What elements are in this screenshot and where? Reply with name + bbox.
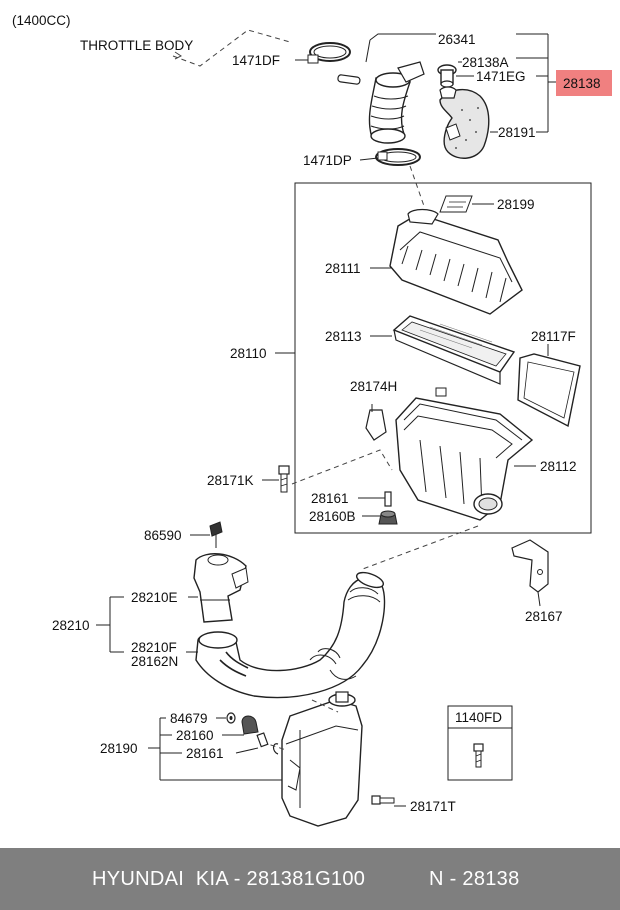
clamp-1471DF[interactable] — [307, 42, 351, 64]
label-28138A[interactable]: 28138A — [462, 55, 509, 70]
label-86590[interactable]: 86590 — [144, 528, 182, 543]
label-1471EG[interactable]: 1471EG — [476, 69, 526, 84]
duct-28210E[interactable] — [193, 553, 249, 623]
bush-28161-upper[interactable] — [384, 491, 392, 507]
air-cleaner-assembly-box — [294, 182, 592, 534]
bush-28161-lower[interactable] — [256, 732, 269, 748]
breather-hose-28191[interactable] — [439, 89, 490, 159]
label-28210E[interactable]: 28210E — [131, 590, 178, 605]
label-28112[interactable]: 28112 — [540, 459, 577, 474]
bolt-28171T[interactable] — [371, 795, 395, 805]
parts-diagram: (1400CC) THROTTLE BODY — [12, 13, 612, 827]
label-28210F[interactable]: 28210F — [131, 640, 177, 655]
hose-nipple-28138A[interactable] — [437, 64, 457, 88]
label-sticker-28199[interactable] — [439, 195, 473, 213]
intake-hose-26341[interactable] — [368, 61, 425, 144]
label-28171K[interactable]: 28171K — [207, 473, 254, 488]
bolt-28171K[interactable] — [278, 465, 290, 493]
label-28174H[interactable]: 28174H — [350, 379, 397, 394]
label-28111[interactable]: 28111 — [325, 261, 361, 276]
label-28210[interactable]: 28210 — [52, 618, 90, 633]
clip-28174H[interactable] — [365, 404, 387, 441]
label-28199[interactable]: 28199 — [497, 197, 535, 212]
label-28117F[interactable]: 28117F — [531, 329, 576, 344]
label-28191[interactable]: 28191 — [498, 125, 536, 140]
filter-element-28113[interactable] — [392, 315, 516, 385]
grommet-28160[interactable] — [241, 715, 259, 735]
label-28160[interactable]: 28160 — [176, 728, 214, 743]
label-28113[interactable]: 28113 — [325, 329, 362, 344]
footer-part-number: HYUNDAI KIA - 281381G100 — [92, 868, 366, 890]
label-1471DP[interactable]: 1471DP — [303, 153, 352, 168]
air-cleaner-body-28112[interactable] — [395, 387, 534, 521]
label-28167[interactable]: 28167 — [525, 609, 563, 624]
label-1471DF[interactable]: 1471DF — [232, 53, 280, 68]
label-26341[interactable]: 26341 — [438, 32, 476, 47]
label-28190[interactable]: 28190 — [100, 741, 138, 756]
label-1140FD[interactable]: 1140FD — [455, 710, 502, 725]
label-28138-highlighted[interactable]: 28138 — [563, 76, 601, 91]
label-28161-upper[interactable]: 28161 — [311, 491, 349, 506]
clip-86590[interactable] — [209, 521, 223, 548]
label-28160B[interactable]: 28160B — [309, 509, 356, 524]
footer-position-number: N - 28138 — [429, 868, 520, 890]
grommet-28160B[interactable] — [378, 510, 398, 525]
throttle-body-dashed-line — [172, 29, 291, 67]
washer-84679[interactable] — [226, 712, 236, 724]
part-box-1140FD[interactable] — [447, 705, 513, 781]
clip-1471EG[interactable] — [439, 86, 457, 99]
air-cleaner-cover-28111[interactable] — [389, 208, 523, 315]
highlighted-part-box[interactable] — [556, 70, 612, 96]
label-28110[interactable]: 28110 — [230, 346, 267, 361]
label-28161-lower[interactable]: 28161 — [186, 746, 224, 761]
label-28162N[interactable]: 28162N — [131, 654, 178, 669]
label-84679[interactable]: 84679 — [170, 711, 208, 726]
throttle-body-label: THROTTLE BODY — [80, 38, 193, 53]
foam-panel-28117F[interactable] — [517, 353, 581, 428]
clamp-1471DP[interactable] — [375, 148, 421, 166]
footer-bar: HYUNDAI KIA - 281381G100 N - 28138 — [0, 848, 620, 910]
bracket-28167[interactable] — [511, 539, 549, 593]
lower-intake-hose-28210F[interactable] — [195, 570, 386, 699]
breather-pipe[interactable] — [337, 74, 361, 85]
resonator-28190[interactable] — [272, 691, 363, 827]
engine-note: (1400CC) — [12, 13, 71, 28]
label-28171T[interactable]: 28171T — [410, 799, 456, 814]
